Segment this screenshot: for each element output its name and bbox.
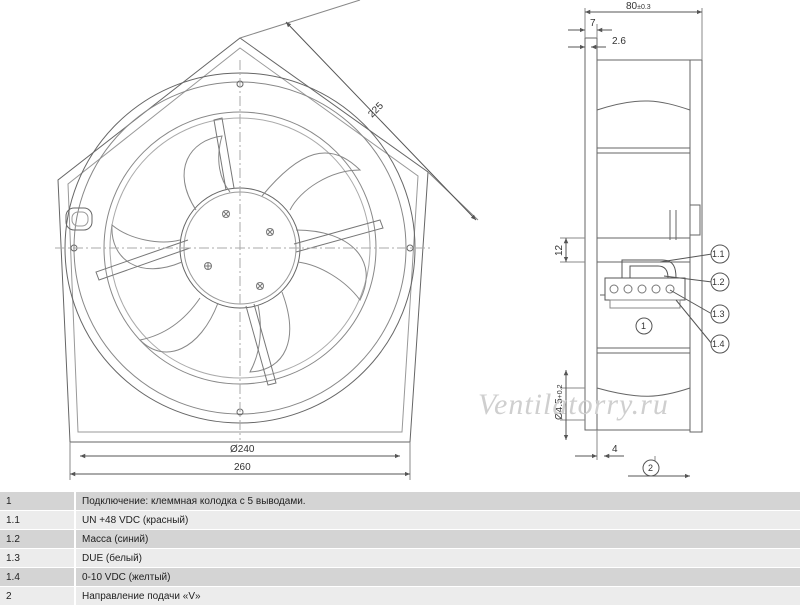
callout-1-1: 1.1 <box>712 249 725 259</box>
dim-225-ext <box>239 0 361 39</box>
callout-direction: 2 <box>648 463 653 473</box>
legend-num: 1.2 <box>0 529 76 549</box>
rear-flange <box>689 59 703 433</box>
dim-225-label: 225 <box>366 100 386 120</box>
legend-text: Направление подачи «V» <box>75 586 800 606</box>
dim-240-label: Ø240 <box>230 444 255 455</box>
legend-row: 2 Направление подачи «V» <box>0 586 800 606</box>
fan-blades <box>111 135 367 373</box>
struts <box>95 117 384 386</box>
legend-num: 1.4 <box>0 567 76 587</box>
callout-leaders <box>659 253 713 345</box>
legend-row: 1.1 UN +48 VDC (красный) <box>0 510 800 530</box>
dim-80-label: 80±0.3 <box>626 1 651 12</box>
legend-table: 1 Подключение: клеммная колодка с 5 выво… <box>0 492 800 606</box>
legend-num: 1 <box>0 492 76 511</box>
terminal-block <box>600 259 686 309</box>
legend-text: DUE (белый) <box>75 548 800 568</box>
callout-1-4: 1.4 <box>712 339 725 349</box>
dim-12-label: 12 <box>554 244 565 256</box>
dim-260-label: 260 <box>234 462 251 473</box>
callout-markers <box>635 244 730 477</box>
legend-text: Масса (синий) <box>75 529 800 549</box>
callout-terminal: 1 <box>641 321 646 331</box>
legend-text: UN +48 VDC (красный) <box>75 510 800 530</box>
legend-num: 1.3 <box>0 548 76 568</box>
legend-row: 1 Подключение: клеммная колодка с 5 выво… <box>0 492 800 511</box>
side-view <box>560 8 713 479</box>
legend-num: 1.1 <box>0 510 76 530</box>
front-flange <box>584 37 598 431</box>
dim-4-label: 4 <box>612 444 618 455</box>
legend-text: 0-10 VDC (желтый) <box>75 567 800 587</box>
housing-inner <box>67 47 419 433</box>
technical-drawing: 225 Ø240 260 <box>55 0 730 480</box>
dim-2-6-label: 2.6 <box>612 36 626 47</box>
legend-row: 1.2 Масса (синий) <box>0 529 800 549</box>
dim-225-line <box>285 21 477 221</box>
dim-7-label: 7 <box>590 18 596 29</box>
hub-screws <box>204 210 274 290</box>
center-lines <box>55 60 430 440</box>
callout-1-2: 1.2 <box>712 277 725 287</box>
legend-num: 2 <box>0 586 76 606</box>
watermark: Ventilatorry.ru <box>478 388 669 421</box>
legend-row: 1.3 DUE (белый) <box>0 548 800 568</box>
dim-4-5-label: Ø4.5+0.2 <box>554 384 565 420</box>
cable-notch <box>65 207 93 231</box>
callout-1-3: 1.3 <box>712 309 725 319</box>
cross-bars <box>597 147 690 354</box>
legend-row: 1.4 0-10 VDC (желтый) <box>0 567 800 587</box>
legend-text: Подключение: клеммная колодка с 5 вывода… <box>75 492 800 511</box>
front-view <box>55 0 479 480</box>
